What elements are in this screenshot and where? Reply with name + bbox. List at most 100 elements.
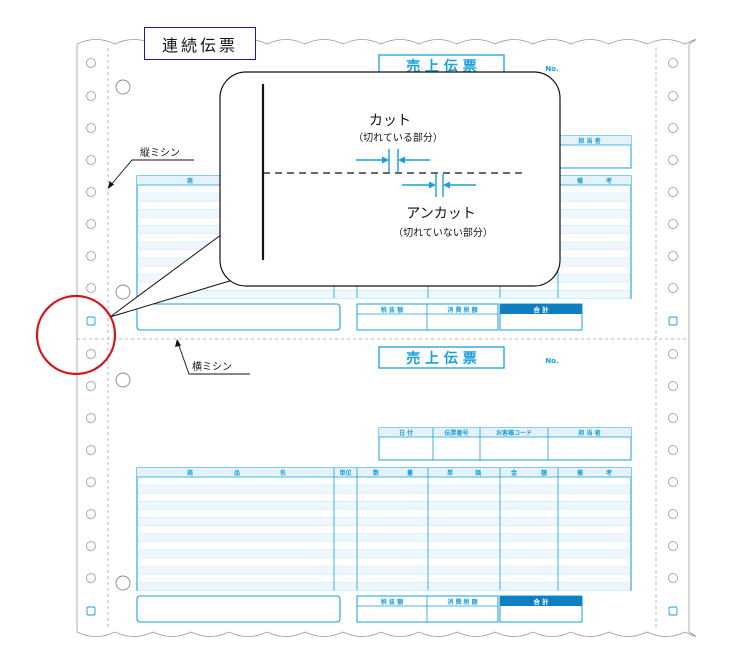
items-header: 品 xyxy=(234,469,240,477)
tractor-hole xyxy=(86,123,96,133)
items-header: 金 xyxy=(510,469,518,477)
tractor-hole xyxy=(86,219,96,229)
consumption-tax-header: 消 費 税 額 xyxy=(447,598,477,606)
arrow-head xyxy=(382,156,389,164)
tax-exclusive-header: 税 抜 額 xyxy=(381,306,403,314)
tractor-hole xyxy=(86,541,96,551)
tractor-hole xyxy=(668,123,678,133)
form-title: 売 上 伝 票 xyxy=(406,58,477,75)
arrow-head xyxy=(398,156,405,164)
form-number-label: No. xyxy=(545,357,558,365)
form-title: 売 上 伝 票 xyxy=(406,350,477,367)
tractor-feed-holes xyxy=(86,58,678,616)
tractor-hole xyxy=(668,573,678,583)
items-row-stripe xyxy=(138,582,630,591)
items-row-stripe xyxy=(138,566,630,575)
callout-bubble xyxy=(219,71,561,287)
items-header: 名 xyxy=(280,469,286,477)
items-header: 考 xyxy=(606,469,612,477)
paper-bottom-wavy-edge xyxy=(76,631,696,637)
callout-joint-mask xyxy=(231,225,268,271)
tractor-hole xyxy=(86,413,96,423)
tractor-hole xyxy=(86,573,96,583)
tractor-hole xyxy=(668,283,678,293)
alignment-circle xyxy=(115,79,131,95)
tractor-hole xyxy=(86,155,96,165)
items-header: 単位 xyxy=(339,469,351,477)
callout: カット （切れている部分） アンカット （切れていない部分） xyxy=(109,71,561,318)
info-header: 日 付 xyxy=(399,429,413,437)
items-row-stripe xyxy=(138,517,630,526)
tractor-hole xyxy=(86,509,96,519)
tractor-hole xyxy=(668,541,678,551)
remarks-box xyxy=(136,303,341,331)
vertical-perforation-label: 縦ミシン xyxy=(108,146,194,189)
info-header: 担 当 者 xyxy=(578,137,600,145)
total-header-fill xyxy=(500,596,582,606)
alignment-circle xyxy=(115,284,131,300)
total-header-fill xyxy=(500,304,582,314)
tractor-hole xyxy=(668,58,678,68)
vertical-perforation-text: 縦ミシン xyxy=(140,146,180,159)
perforation-corner-mark xyxy=(86,316,96,326)
items-header: 商 xyxy=(187,469,193,477)
total-header: 合 計 xyxy=(532,305,549,314)
tractor-hole xyxy=(668,187,678,197)
items-row-stripe xyxy=(138,549,630,558)
arrow-head xyxy=(443,181,450,189)
vertical-perforation-leader xyxy=(109,159,194,187)
alignment-circle xyxy=(115,372,131,388)
tractor-hole xyxy=(668,155,678,165)
tax-box xyxy=(356,303,499,331)
form-title-box xyxy=(378,346,505,369)
tractor-hole xyxy=(668,413,678,423)
items-header: 価 xyxy=(474,469,481,477)
remarks-box xyxy=(136,595,341,623)
items-row-stripe xyxy=(138,290,630,299)
arrow-head xyxy=(429,181,436,189)
tractor-hole xyxy=(668,251,678,261)
tractor-hole xyxy=(668,445,678,455)
tractor-hole xyxy=(668,219,678,229)
items-header: 備 xyxy=(577,177,583,185)
alignment-circle xyxy=(115,575,131,591)
items-header: 単 xyxy=(447,469,453,477)
tractor-hole xyxy=(668,509,678,519)
tractor-hole xyxy=(86,381,96,391)
tractor-hole xyxy=(86,187,96,197)
items-header: 商 xyxy=(187,177,193,185)
tractor-hole xyxy=(86,445,96,455)
form-number-label: No. xyxy=(545,65,558,73)
cut-note: （切れている部分） xyxy=(353,131,443,144)
tractor-hole xyxy=(86,349,96,359)
perforation-lines xyxy=(77,48,689,630)
perforation-corner-mark xyxy=(668,606,678,616)
tax-exclusive-header: 税 抜 額 xyxy=(381,598,403,606)
perforation-corner-mark xyxy=(86,606,96,616)
items-header-band xyxy=(137,468,631,477)
horizontal-perforation-label: 横ミシン xyxy=(175,339,250,375)
items-header: 数 xyxy=(373,469,380,477)
info-header-band xyxy=(379,428,631,437)
arrow-head xyxy=(175,339,181,347)
tractor-hole xyxy=(86,251,96,261)
items-header: 考 xyxy=(606,177,612,185)
alignment-circles xyxy=(115,79,131,591)
items-header: 備 xyxy=(577,469,583,477)
tractor-hole xyxy=(668,349,678,359)
tractor-hole xyxy=(668,381,678,391)
items-header: 額 xyxy=(540,469,547,477)
items-header: 量 xyxy=(407,469,413,477)
info-header: お客様コード xyxy=(496,429,532,437)
uncut-marker xyxy=(402,174,476,197)
tractor-hole xyxy=(86,283,96,293)
uncut-note: （切れていない部分） xyxy=(393,226,493,239)
tractor-hole xyxy=(86,58,96,68)
total-header: 合 計 xyxy=(532,597,549,606)
tractor-hole xyxy=(86,477,96,487)
consumption-tax-header: 消 費 税 額 xyxy=(447,306,477,314)
perforation-corner-mark xyxy=(668,316,678,326)
